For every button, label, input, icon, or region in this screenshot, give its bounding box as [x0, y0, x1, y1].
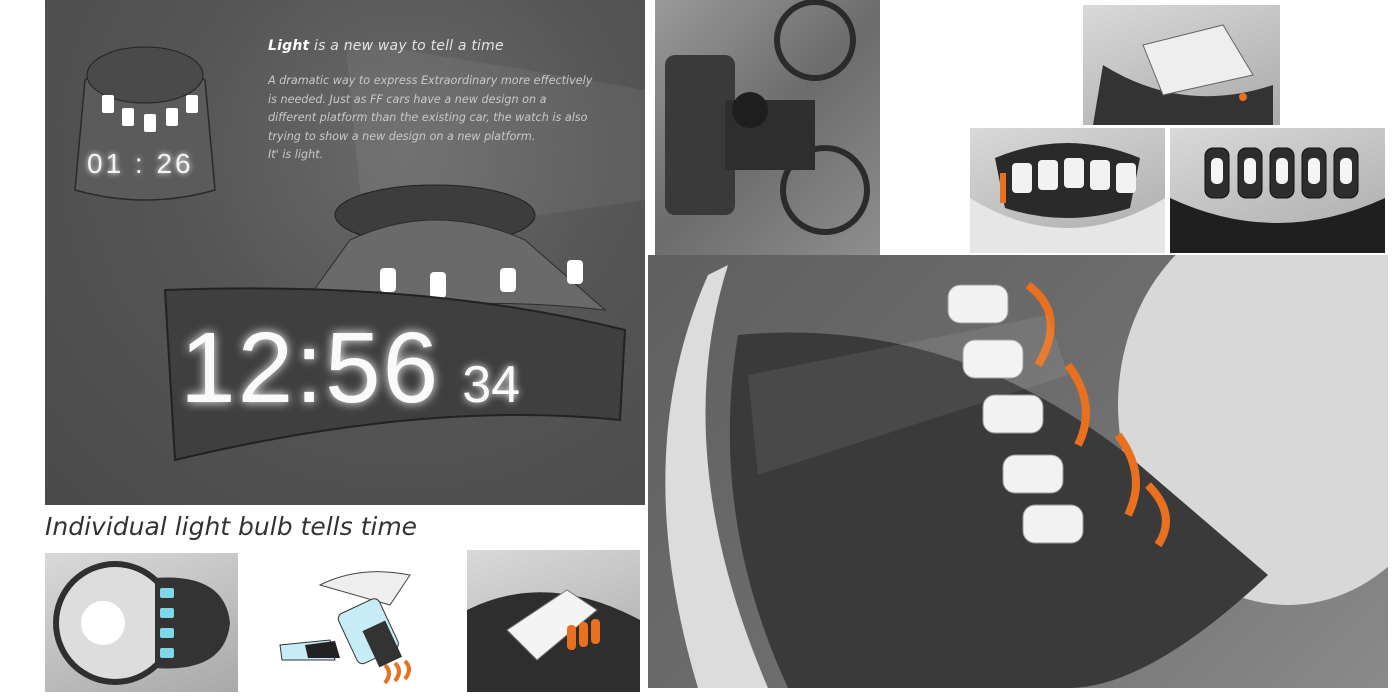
bulb-module-sketch — [270, 565, 440, 690]
concept-sketch-panel: Light is a new way to tell a time A dram… — [45, 0, 645, 505]
small-watch-time: 01 : 26 — [87, 148, 194, 179]
headline: Light is a new way to tell a time — [268, 38, 504, 54]
description-text: A dramatic way to express Extraordinary … — [268, 72, 628, 165]
film-projector-photo — [655, 0, 880, 255]
bulb-closeup-render — [467, 550, 640, 692]
description-line: It' is light. — [268, 148, 324, 161]
big-watch-time: 12:56 — [180, 312, 441, 424]
big-watch-display: 12:56 34 — [180, 318, 520, 418]
render-thumbnail-rgb — [970, 128, 1165, 253]
watch-sketch-illustration — [74, 40, 645, 462]
description-line: is needed. Just as FF cars have a new de… — [268, 92, 547, 106]
description-line: different platform than the existing car… — [268, 111, 588, 124]
headline-bold: Light — [268, 38, 310, 54]
headline-rest: is a new way to tell a time — [309, 38, 504, 54]
description-line: trying to show a new design on a new pla… — [268, 129, 536, 143]
render-thumbnail-top — [1083, 5, 1280, 125]
main-render — [648, 255, 1388, 688]
description-line: A dramatic way to express Extraordinary … — [268, 74, 593, 87]
render-thumbnail-bulbs — [1170, 128, 1385, 253]
dial-thumbnail — [45, 553, 238, 692]
section-subtitle: Individual light bulb tells time — [45, 512, 418, 541]
big-watch-seconds: 34 — [462, 356, 521, 414]
